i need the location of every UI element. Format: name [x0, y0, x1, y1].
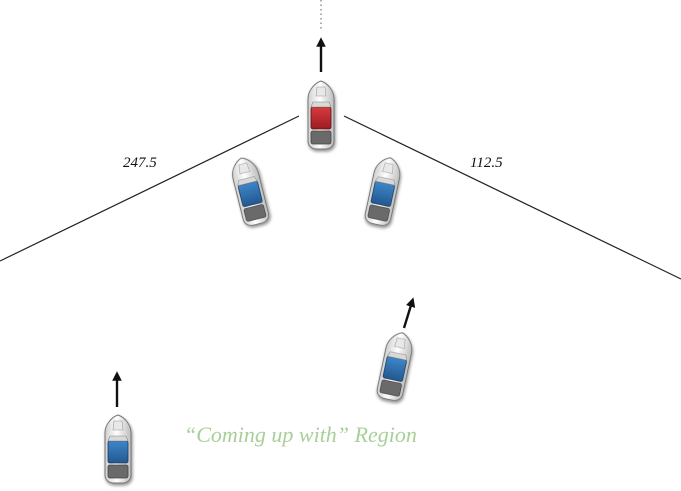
heading-arrow-icon: [402, 297, 416, 329]
left-angle-label: 247.5: [123, 155, 157, 171]
right-angle-label: 112.5: [470, 155, 503, 171]
region-label: “Coming up with” Region: [184, 422, 417, 447]
overtaking-boat-right-icon: [363, 154, 404, 228]
reference-boat-icon: [307, 80, 335, 150]
left-sector-line: [0, 115, 300, 262]
region-boat-left-icon: [104, 414, 132, 484]
overtaking-boat-left-icon: [228, 154, 271, 228]
right-sector-line: [343, 115, 681, 280]
region-boat-right-icon: [375, 329, 416, 403]
